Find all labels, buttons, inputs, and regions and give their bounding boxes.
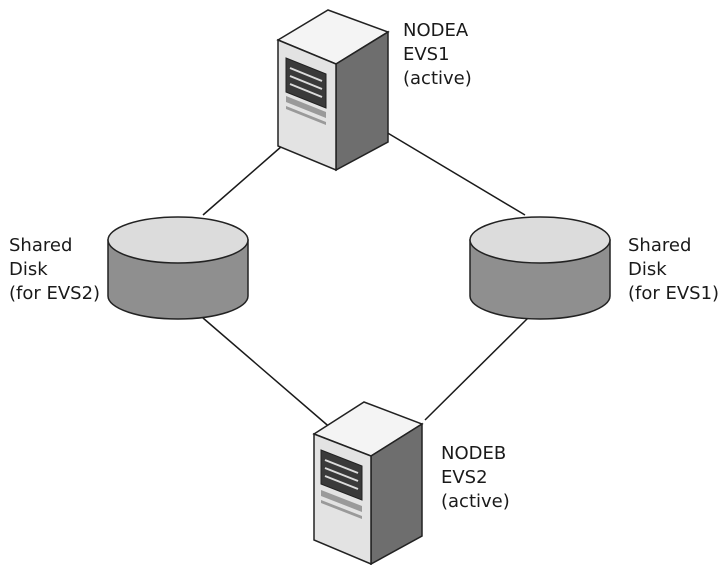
shared-disk-right-icon <box>469 216 611 320</box>
disk-left-line3: (for EVS2) <box>9 283 101 304</box>
nodeb-name: NODEB <box>441 443 507 464</box>
link-nodea-right-disk <box>385 131 526 216</box>
link-left-disk-nodeb <box>202 317 334 431</box>
disk-left-line1: Shared <box>9 235 73 256</box>
disk-right-line2: Disk <box>628 259 667 280</box>
nodeb-evs: EVS2 <box>441 467 488 488</box>
disk-left-line2: Disk <box>9 259 48 280</box>
nodea-label: NODEA EVS1 (active) <box>403 19 472 91</box>
nodeb-state: (active) <box>441 491 510 512</box>
shared-disk-left-icon <box>107 216 249 320</box>
disk-right-line1: Shared <box>628 235 692 256</box>
link-right-disk-nodeb <box>424 317 529 421</box>
disk-left-label: Shared Disk (for EVS2) <box>9 234 100 306</box>
nodea-server-icon <box>276 9 390 172</box>
nodea-name: NODEA <box>403 20 469 41</box>
nodea-state: (active) <box>403 68 472 89</box>
nodeb-server-icon <box>312 401 424 565</box>
disk-right-label: Shared Disk (for EVS1) <box>628 234 719 306</box>
disk-right-line3: (for EVS1) <box>628 283 720 304</box>
nodea-evs: EVS1 <box>403 44 450 65</box>
link-nodea-left-disk <box>202 145 283 216</box>
nodeb-label: NODEB EVS2 (active) <box>441 442 510 514</box>
